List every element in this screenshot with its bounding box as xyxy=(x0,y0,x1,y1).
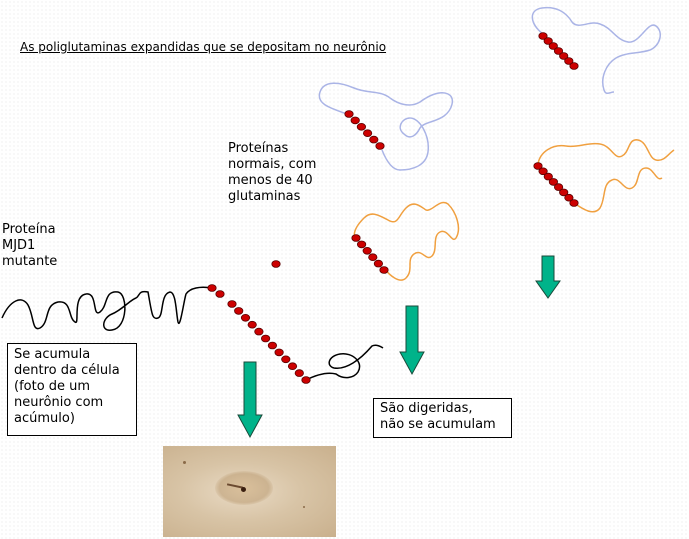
mutant-protein-chain xyxy=(1,286,213,331)
glutamine-bead xyxy=(543,172,553,181)
glutamine-bead xyxy=(559,188,569,197)
glutamine-bead xyxy=(227,300,237,308)
glutamine-bead xyxy=(369,135,379,144)
glutamine-bead xyxy=(379,266,389,274)
glutamine-bead xyxy=(350,116,360,125)
glutamine-bead xyxy=(362,247,372,255)
glutamine-bead xyxy=(351,234,361,242)
glutamine-bead xyxy=(553,183,564,191)
glutamine-bead xyxy=(548,178,559,186)
normal-protein-chain-blue-mid xyxy=(318,82,454,171)
glutamine-bead xyxy=(271,260,281,268)
glutamine-beads-layer xyxy=(207,32,579,384)
glutamine-bead xyxy=(559,52,569,60)
glutamine-bead xyxy=(356,240,367,249)
mutant-protein-tail xyxy=(305,344,384,381)
glutamine-bead xyxy=(254,327,264,336)
down-arrow xyxy=(237,361,263,439)
normal-protein-chain-orange-right xyxy=(537,139,675,213)
glutamine-bead xyxy=(356,123,366,131)
glutamine-bead xyxy=(373,259,383,268)
glutamine-bead xyxy=(267,341,277,350)
down-arrow xyxy=(535,255,561,299)
glutamine-bead xyxy=(240,313,251,322)
glutamine-bead xyxy=(215,290,225,298)
glutamine-bead xyxy=(234,307,244,315)
glutamine-bead xyxy=(533,162,543,170)
arrows-layer xyxy=(237,255,561,439)
glutamine-bead xyxy=(569,62,579,70)
glutamine-bead xyxy=(362,129,373,138)
glutamine-bead xyxy=(274,348,284,357)
glutamine-bead xyxy=(301,376,311,384)
glutamine-bead xyxy=(207,284,217,292)
normal-protein-chain-orange-mid xyxy=(353,201,460,281)
normal-protein-chain-blue-top xyxy=(531,6,661,95)
glutamine-bead xyxy=(548,42,558,50)
photo-spot xyxy=(303,506,305,508)
glutamine-bead xyxy=(564,193,574,202)
label-mutant-protein: Proteína MJD1 mutante xyxy=(2,222,58,269)
down-arrow xyxy=(399,305,425,376)
box-accumulates: Se acumula dentro da célula (foto de um … xyxy=(7,343,137,436)
glutamine-bead xyxy=(569,199,579,207)
glutamine-bead xyxy=(368,253,378,262)
box-digested: São digeridas, não se acumulam xyxy=(373,398,512,438)
page-title: As poliglutaminas expandidas que se depo… xyxy=(20,40,387,54)
label-normal-proteins: Proteínas normais, com menos de 40 gluta… xyxy=(228,141,317,204)
glutamine-bead xyxy=(287,362,298,371)
glutamine-bead xyxy=(564,57,574,65)
glutamine-bead xyxy=(344,110,354,118)
glutamine-bead xyxy=(260,334,271,343)
glutamine-bead xyxy=(247,320,257,329)
aggregate-inclusion xyxy=(241,487,246,492)
glutamine-bead xyxy=(281,355,291,364)
glutamine-bead xyxy=(375,142,385,150)
glutamine-bead xyxy=(538,32,548,40)
glutamine-bead xyxy=(294,369,304,377)
photo-spot xyxy=(183,461,186,464)
glutamine-bead xyxy=(553,47,564,55)
glutamine-bead xyxy=(538,167,548,176)
neuron-photo xyxy=(163,446,336,537)
glutamine-bead xyxy=(543,37,553,45)
